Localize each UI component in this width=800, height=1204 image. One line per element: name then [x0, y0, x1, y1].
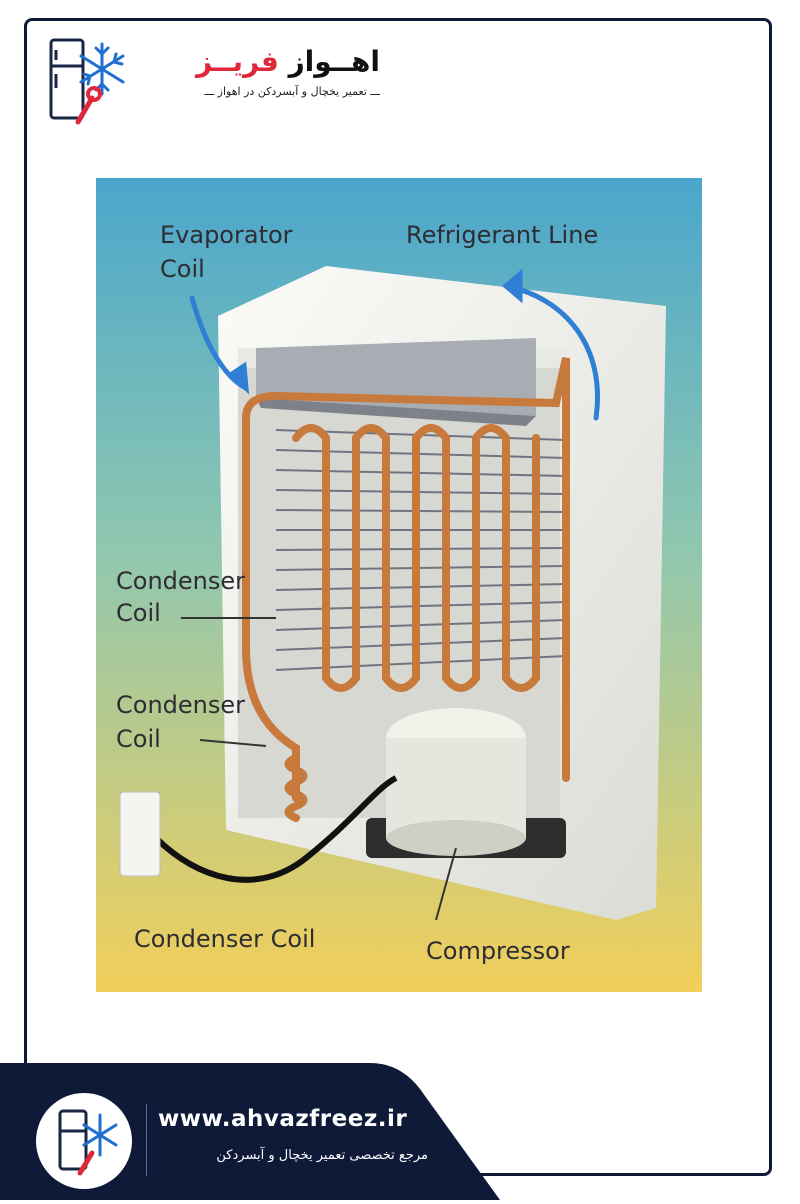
- footer-divider: [146, 1104, 147, 1176]
- diagram-illustration: [96, 178, 702, 992]
- copper-coil: [242, 357, 570, 822]
- label-condenser-b-line2: Coil: [116, 725, 161, 753]
- snowflake-icon: [79, 42, 125, 96]
- brand-name-part2: فریــز: [195, 45, 279, 78]
- flow-arrows: [189, 268, 600, 421]
- footer-website-link[interactable]: www.ahvazfreez.ir: [158, 1106, 408, 1132]
- wrench-icon: [75, 86, 102, 125]
- fridge-icon: [58, 1109, 118, 1176]
- label-condenser-a-line2: Coil: [116, 599, 161, 627]
- fridge-icon: [49, 38, 125, 125]
- footer-logo: [36, 1093, 132, 1189]
- label-condenser-a-line1: Condenser: [116, 567, 245, 595]
- label-refrigerant-line: Refrigerant Line: [406, 221, 599, 249]
- power-cord: [153, 775, 398, 883]
- snowflake-icon: [82, 1113, 118, 1157]
- brand-tagline: ـــ تعمیر یخچال و آبسردکن در اهواز ـــ: [204, 85, 380, 98]
- wrench-icon: [77, 1150, 95, 1176]
- wall-outlet: [119, 791, 161, 877]
- label-compressor: Compressor: [426, 937, 570, 965]
- label-evaporator-line1: Evaporator: [160, 221, 293, 249]
- brand-name: اهــواز فریــز: [150, 40, 380, 84]
- label-evaporator-line2: Coil: [160, 255, 205, 283]
- brand-name-part1: اهــواز: [288, 45, 380, 78]
- label-condenser-coil-bottom: Condenser Coil: [134, 925, 316, 953]
- leader-lines: [181, 617, 457, 921]
- footer-tagline: مرجع تخصصی تعمیر یخچال و آبسردکن: [216, 1148, 428, 1163]
- refrigerator-diagram: Evaporator Coil Refrigerant Line Condens…: [96, 178, 702, 992]
- brand-block: اهــواز فریــز ـــ تعمیر یخچال و آبسردکن…: [150, 40, 380, 120]
- label-condenser-b-line1: Condenser: [116, 691, 245, 719]
- brand-logo: [48, 36, 128, 126]
